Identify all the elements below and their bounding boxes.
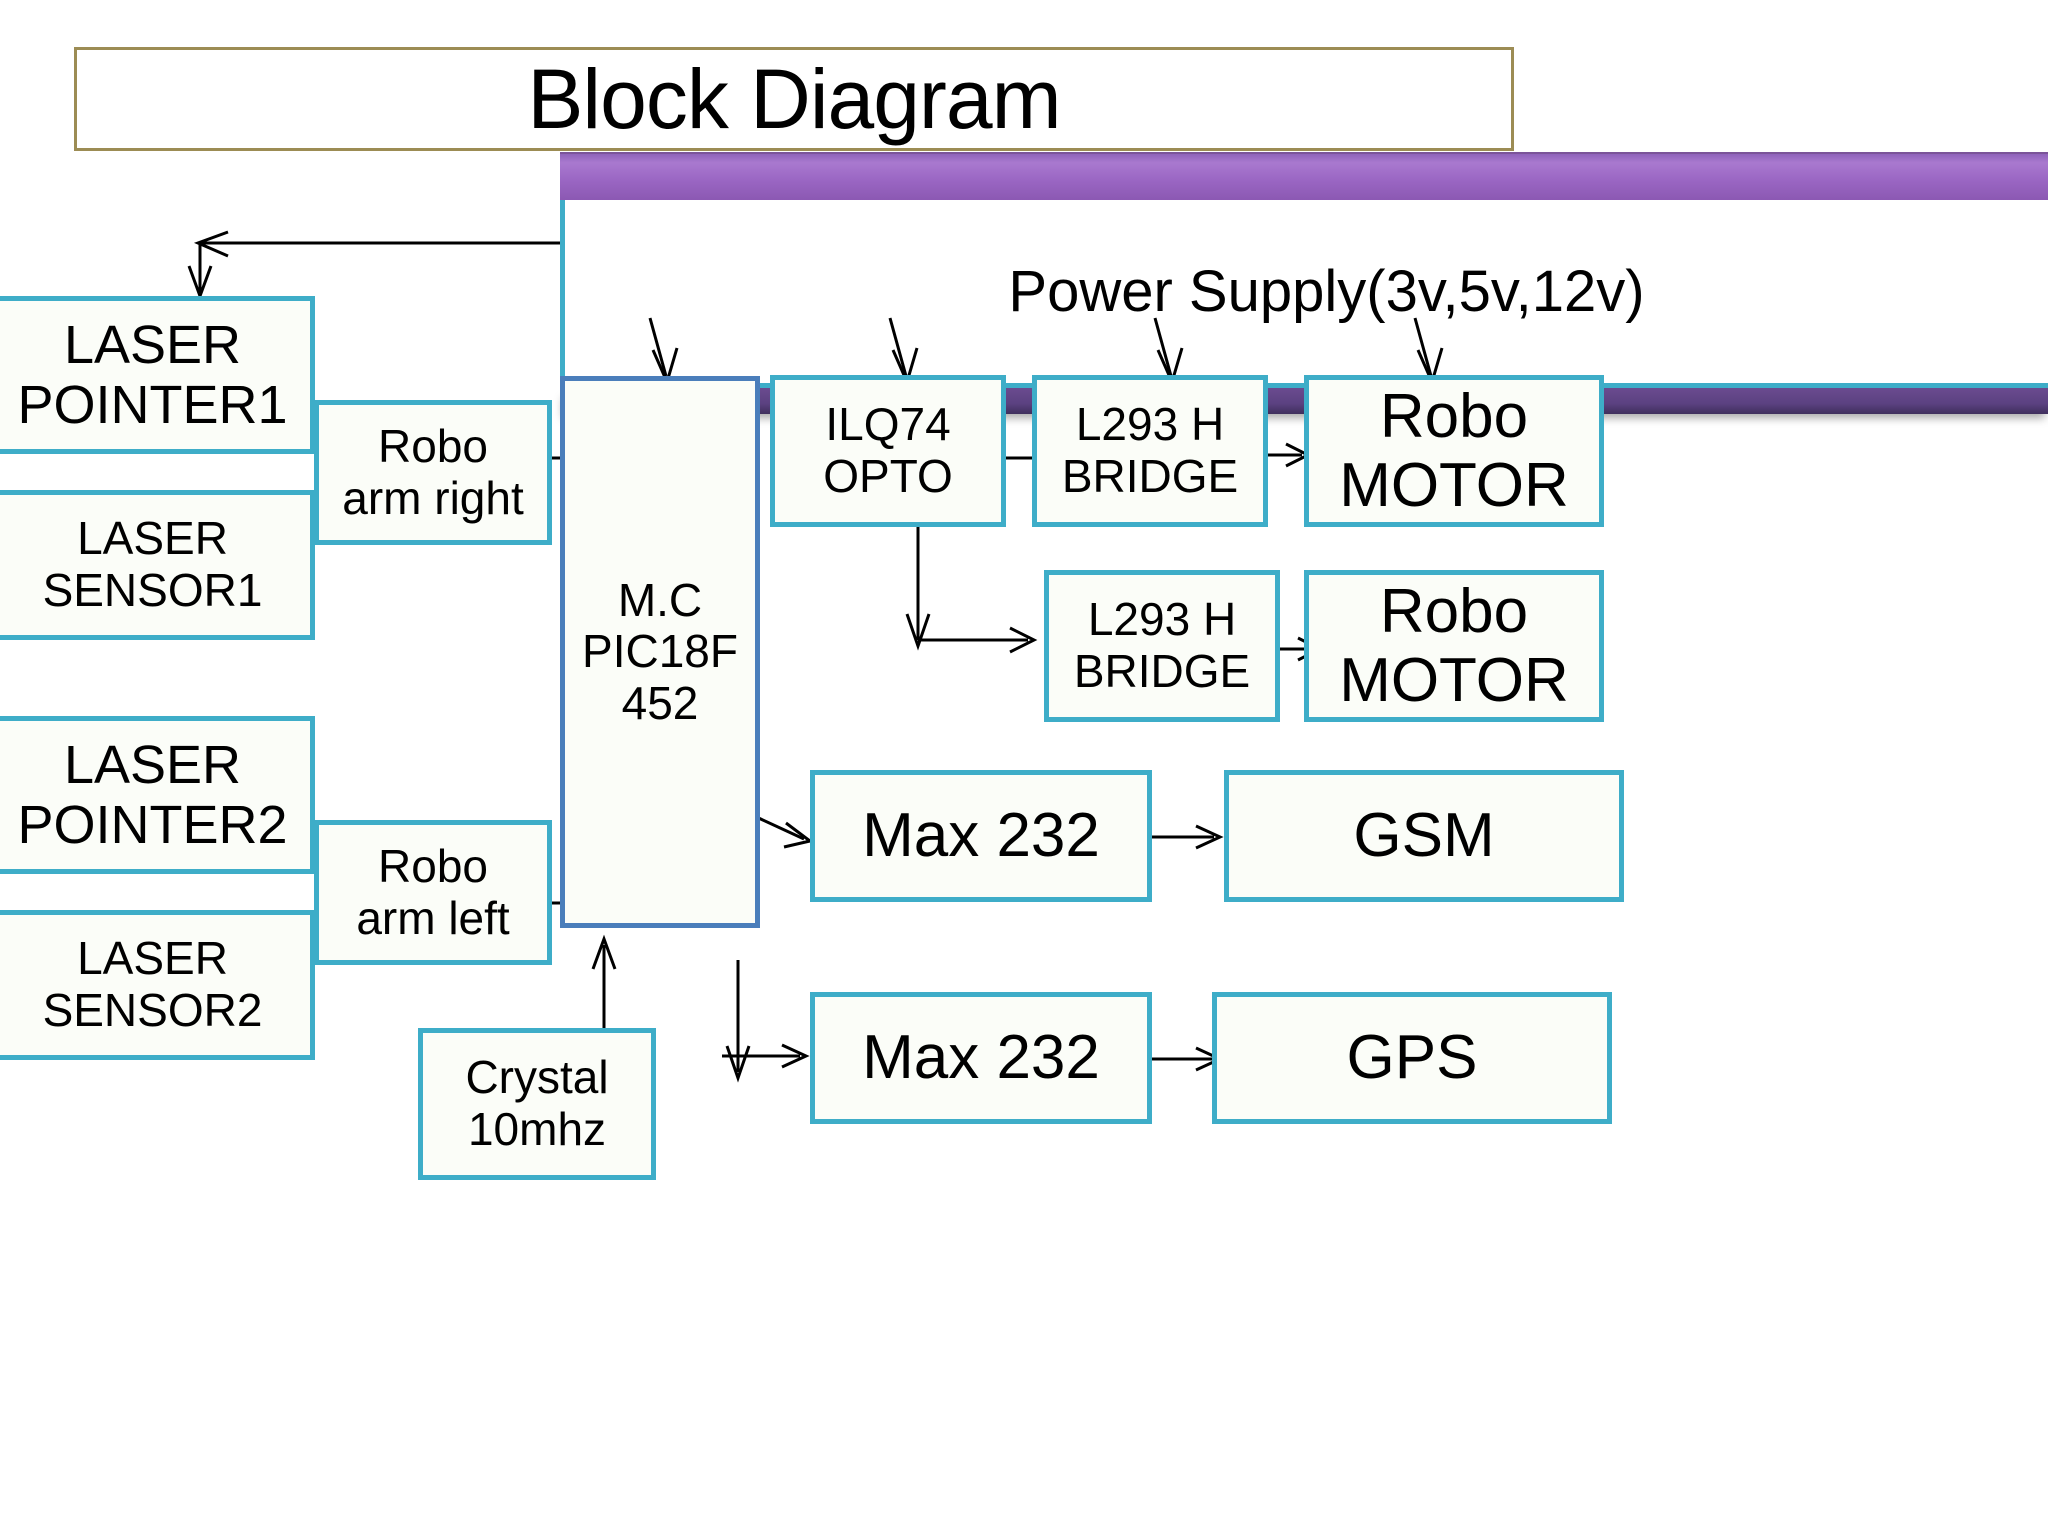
gsm-label: GSM <box>1353 801 1495 871</box>
motor1-line2: MOTOR <box>1339 451 1569 520</box>
laser-sensor2-line2: SENSOR2 <box>42 984 263 1036</box>
block-ilq74-opto[interactable]: ILQ74 OPTO <box>770 375 1006 527</box>
laser-sensor1-line1: LASER <box>77 512 228 565</box>
motor2-line2: MOTOR <box>1339 646 1569 715</box>
laser-pointer1-line2: POINTER1 <box>17 375 288 435</box>
block-crystal[interactable]: Crystal 10mhz <box>418 1028 656 1180</box>
robo-arm-right-line1: Robo <box>378 419 488 472</box>
microcontroller-line3: 452 <box>621 676 699 729</box>
connector-max232-to-gsm <box>1152 824 1224 850</box>
laser-pointer1-line1: LASER <box>63 314 242 375</box>
laser-pointer2-line2: POINTER2 <box>17 795 288 855</box>
page-title: Block Diagram <box>527 52 1061 146</box>
hbridge1-line2: BRIDGE <box>1061 450 1239 502</box>
block-robo-motor-2[interactable]: Robo MOTOR <box>1304 570 1604 722</box>
block-laser-pointer2[interactable]: LASER POINTER2 <box>0 716 315 874</box>
opto-line1: ILQ74 <box>825 398 951 451</box>
opto-line2: OPTO <box>823 450 953 502</box>
microcontroller-line1: M.C <box>617 573 703 626</box>
crystal-line1: Crystal <box>465 1051 609 1104</box>
block-max232-gsm[interactable]: Max 232 <box>810 770 1152 902</box>
block-robo-arm-left[interactable]: Robo arm left <box>314 820 552 965</box>
hbridge2-line2: BRIDGE <box>1073 645 1251 697</box>
gps-label: GPS <box>1346 1023 1478 1093</box>
block-gps[interactable]: GPS <box>1212 992 1612 1124</box>
connector-mc-to-max232-gps <box>722 960 810 1083</box>
max232-gps-label: Max 232 <box>862 1023 1100 1093</box>
title-box: Block Diagram <box>74 47 1514 151</box>
block-l293-hbridge-1[interactable]: L293 H BRIDGE <box>1032 375 1268 527</box>
block-laser-sensor1[interactable]: LASER SENSOR1 <box>0 490 315 640</box>
max232-gsm-label: Max 232 <box>862 801 1100 871</box>
robo-arm-left-line2: arm left <box>356 891 510 944</box>
block-l293-hbridge-2[interactable]: L293 H BRIDGE <box>1044 570 1280 722</box>
block-gsm[interactable]: GSM <box>1224 770 1624 902</box>
hbridge1-line1: L293 H <box>1075 398 1225 451</box>
laser-sensor2-line1: LASER <box>77 932 228 985</box>
power-supply-box: Power Supply(3v,5v,12v) <box>560 200 2048 388</box>
block-microcontroller[interactable]: M.C PIC18F 452 <box>560 376 760 928</box>
power-supply-top-bar <box>560 152 2048 202</box>
connector-opto-to-hbridge1 <box>1004 456 1034 460</box>
crystal-line2: 10mhz <box>467 1103 607 1155</box>
hbridge2-line1: L293 H <box>1087 593 1237 646</box>
robo-arm-right-line2: arm right <box>342 471 524 524</box>
block-laser-sensor2[interactable]: LASER SENSOR2 <box>0 910 315 1060</box>
motor1-line1: Robo <box>1379 381 1529 451</box>
block-robo-arm-right[interactable]: Robo arm right <box>314 400 552 545</box>
connector-power-to-laser1 <box>187 230 560 301</box>
laser-pointer2-line1: LASER <box>63 734 242 795</box>
block-robo-motor-1[interactable]: Robo MOTOR <box>1304 375 1604 527</box>
motor2-line1: Robo <box>1379 576 1529 646</box>
block-laser-pointer1[interactable]: LASER POINTER1 <box>0 296 315 454</box>
robo-arm-left-line1: Robo <box>378 839 488 892</box>
laser-sensor1-line2: SENSOR1 <box>42 564 263 616</box>
microcontroller-line2: PIC18F <box>582 625 738 678</box>
block-max232-gps[interactable]: Max 232 <box>810 992 1152 1124</box>
connector-opto-to-hbridge2 <box>905 522 1038 654</box>
connector-crystal-to-mc <box>591 934 617 1039</box>
power-supply-label: Power Supply(3v,5v,12v) <box>1008 259 1645 324</box>
